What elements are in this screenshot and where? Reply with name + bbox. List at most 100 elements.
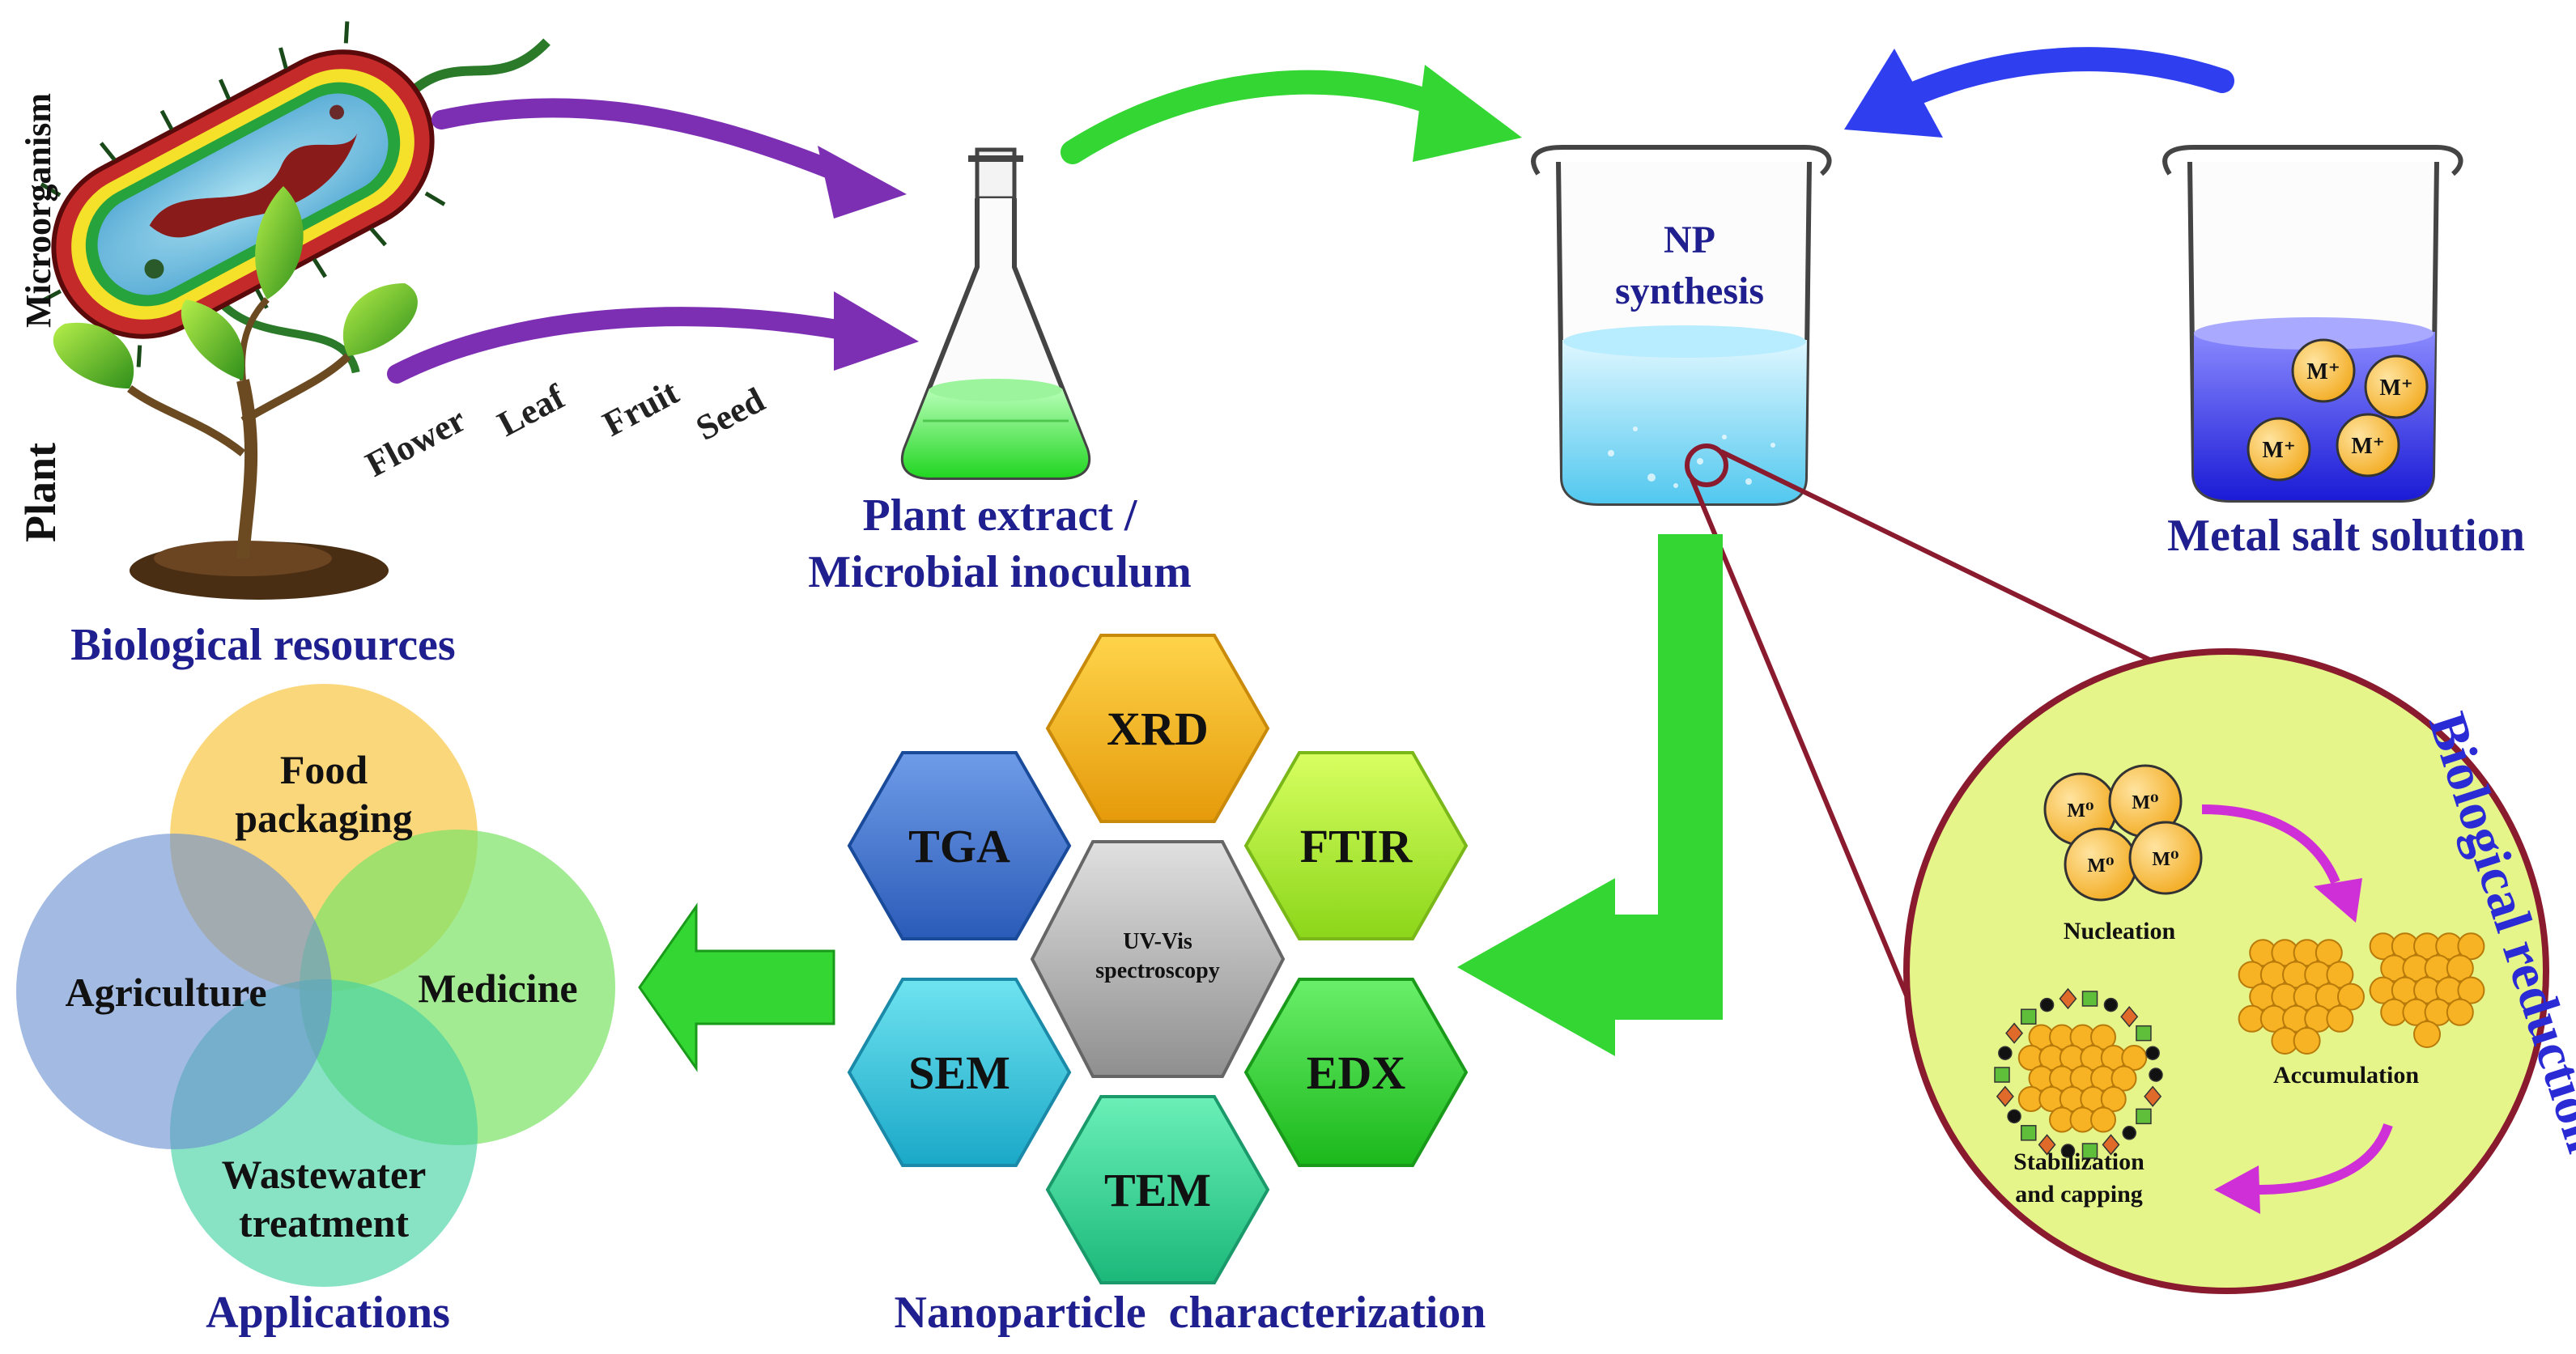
svg-text:M⁰: M⁰ — [2087, 855, 2114, 876]
svg-text:spectroscopy: spectroscopy — [1095, 958, 1219, 983]
capping-agent — [1998, 1046, 2013, 1060]
svg-text:TEM: TEM — [1104, 1164, 1211, 1216]
svg-text:TGA: TGA — [908, 820, 1010, 872]
hex-sem: SEM — [847, 978, 1072, 1167]
purple-arrow-microorganism — [431, 98, 907, 219]
synthesis-label-line1: NP — [1664, 219, 1715, 261]
svg-text:M⁺: M⁺ — [2351, 434, 2384, 459]
biological-resources-caption: Biological resources — [70, 620, 455, 670]
green-arrow-to-applications — [638, 902, 835, 1072]
nanoparticle-atom — [2337, 983, 2365, 1011]
metal-ions: M⁺ M⁺ M⁺ M⁺ — [2247, 338, 2429, 482]
nanoparticle-atom — [2315, 939, 2343, 967]
extract-caption-line2: Microbial inoculum — [808, 547, 1191, 597]
applications-labels: Food packaging Agriculture Medicine Wast… — [65, 747, 577, 1246]
metal-ion: M⁺ — [2364, 354, 2429, 419]
svg-text:M⁺: M⁺ — [2306, 359, 2340, 384]
plant-part-seed: Seed — [690, 380, 772, 448]
hex-edx: EDX — [1243, 978, 1469, 1167]
metal-ion: M⁺ — [2291, 338, 2356, 403]
metal-salt-caption: Metal salt solution — [2167, 511, 2525, 561]
hex-ftir: FTIR — [1243, 751, 1469, 940]
svg-text:FTIR: FTIR — [1300, 820, 1413, 872]
nanoparticle-atom — [2326, 961, 2354, 989]
nanoparticle-atom — [2326, 1004, 2354, 1033]
characterization-caption: Nanoparticle characterization — [895, 1288, 1486, 1338]
capping-agent — [2038, 1134, 2056, 1156]
capping-agent — [2081, 991, 2098, 1007]
nanoparticle-atom — [2457, 976, 2485, 1004]
svg-text:M⁰: M⁰ — [2152, 849, 2179, 870]
capping-agent — [2007, 1109, 2021, 1124]
bacterium-icon — [40, 21, 550, 374]
capped-nanoparticle — [1994, 987, 2163, 1159]
food-label-line2: packaging — [235, 796, 413, 841]
capping-agent — [2136, 1025, 2152, 1042]
metal-atom: M⁰ — [2064, 827, 2138, 902]
erlenmeyer-flask-icon — [900, 147, 1091, 480]
applications-caption: Applications — [206, 1288, 450, 1338]
venn-agriculture — [16, 834, 332, 1149]
stabilization-label-line2: and capping — [2015, 1181, 2143, 1208]
svg-text:XRD: XRD — [1107, 702, 1209, 755]
synthesis-label-line2: synthesis — [1615, 270, 1764, 312]
wastewater-label-line2: treatment — [239, 1200, 409, 1246]
capping-agent — [2136, 1108, 2152, 1125]
capping-agent — [1994, 1067, 2010, 1083]
magenta-arrow-to-accumulation — [2201, 804, 2362, 923]
capping-agent — [2021, 1125, 2037, 1141]
plant-part-fruit: Fruit — [597, 372, 686, 444]
agriculture-label: Agriculture — [65, 970, 266, 1015]
capping-agent — [2120, 1006, 2139, 1028]
hex-xrd: XRD — [1045, 634, 1270, 823]
nanoparticle-atom — [2121, 1045, 2148, 1071]
nucleation-label: Nucleation — [2064, 918, 2176, 944]
svg-text:M⁰: M⁰ — [2132, 792, 2158, 813]
wastewater-label-line1: Wastewater — [222, 1152, 427, 1197]
capping-agent — [2144, 1085, 2162, 1107]
capping-agent — [2103, 997, 2119, 1012]
plant-part-flower: Flower — [359, 400, 472, 485]
nanoparticle-atom — [2293, 1027, 2321, 1055]
hex-tga: TGA — [847, 751, 1072, 940]
capping-agent — [2021, 1008, 2037, 1025]
extract-caption-line1: Plant extract / — [863, 490, 1138, 541]
medicine-label: Medicine — [418, 966, 577, 1011]
nanoparticle-atom — [2413, 1021, 2441, 1048]
nanoparticle-atom — [2100, 1086, 2127, 1112]
green-arrow-to-synthesis — [1061, 65, 1522, 164]
capping-agent — [2102, 1134, 2120, 1156]
svg-text:UV-Vis: UV-Vis — [1123, 929, 1192, 954]
metal-atom: M⁰ — [2043, 772, 2118, 847]
nanoparticle-atom — [2090, 1024, 2116, 1051]
hex-uv-vis: UV-Vis spectroscopy — [1030, 840, 1286, 1078]
synthesis-beaker-icon — [1531, 145, 1832, 506]
capping-agent — [2149, 1067, 2163, 1082]
capping-agent — [1996, 1085, 2014, 1107]
plant-part-labels: Flower Leaf Fruit Seed — [359, 372, 772, 485]
plant-part-leaf: Leaf — [491, 376, 572, 444]
metal-atom: M⁰ — [2108, 764, 2183, 838]
metal-atom: M⁰ — [2128, 821, 2203, 895]
capping-agent — [2039, 997, 2055, 1012]
nanoparticle-atom — [2090, 1106, 2116, 1133]
stabilization-label-line1: Stabilization — [2013, 1148, 2145, 1175]
nanoparticle-atom — [2446, 998, 2474, 1026]
capping-agent — [2005, 1022, 2024, 1044]
capping-agent — [2059, 987, 2077, 1010]
nucleation-cluster: M⁰ M⁰ M⁰ M⁰ — [2043, 764, 2203, 902]
nanoparticle-atom — [2111, 1065, 2137, 1092]
metal-salt-beaker-icon — [2162, 145, 2463, 503]
metal-ion: M⁺ — [2247, 417, 2311, 482]
plant-sprout-icon — [53, 186, 418, 600]
purple-arrow-plant — [387, 291, 919, 384]
svg-text:M⁰: M⁰ — [2067, 800, 2094, 821]
applications-venn — [16, 684, 615, 1287]
nanoparticle-atom — [2457, 932, 2485, 961]
svg-text:SEM: SEM — [908, 1046, 1010, 1099]
food-label-line1: Food — [280, 747, 368, 792]
svg-text:M⁺: M⁺ — [2262, 438, 2295, 463]
capping-agent — [2081, 1143, 2098, 1159]
microorganism-label: Microorganism — [19, 93, 58, 328]
magenta-arrow-to-stabilization — [2214, 1123, 2393, 1214]
